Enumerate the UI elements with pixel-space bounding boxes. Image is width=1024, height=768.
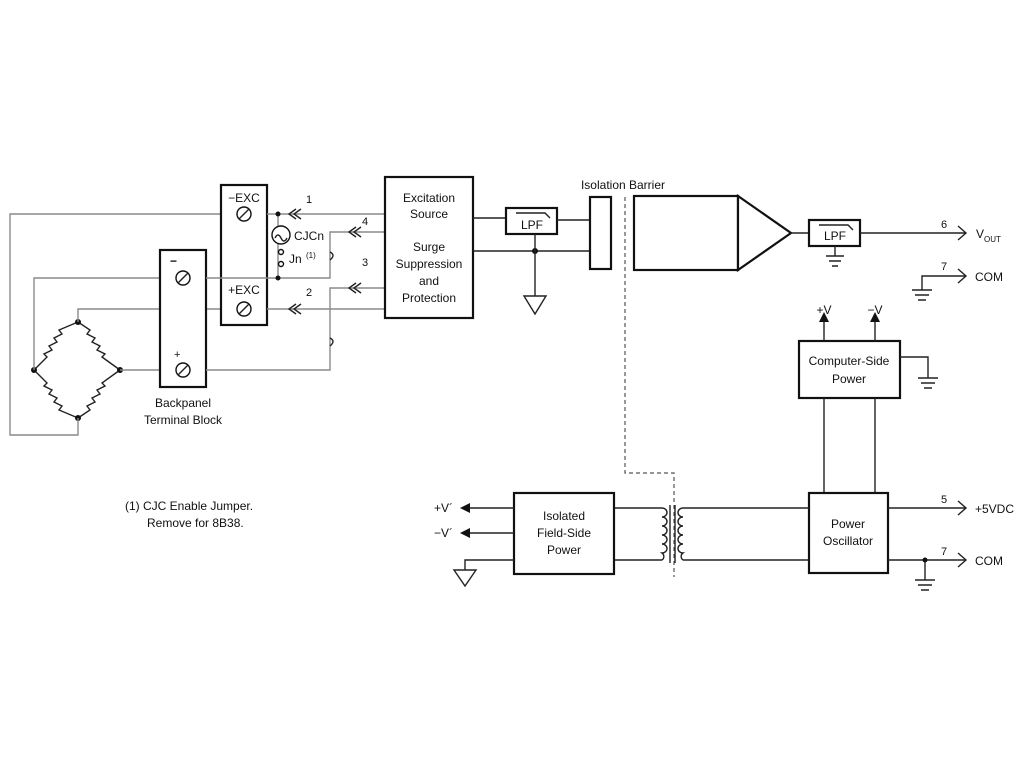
pin-6: 6 bbox=[941, 219, 947, 231]
input-filter-path: LPF bbox=[473, 206, 590, 316]
vout-arrow-icon bbox=[957, 225, 968, 241]
tb-plus-label: + bbox=[174, 349, 180, 361]
pin-7b: 7 bbox=[941, 546, 947, 558]
ground-triangle-icon bbox=[522, 295, 548, 316]
arrow-left-icon bbox=[460, 528, 470, 538]
connector-chevron-2 bbox=[287, 303, 302, 315]
tb-minus-label: − bbox=[170, 254, 177, 268]
com-arrow-icon bbox=[957, 552, 968, 568]
com-lower-label: COM bbox=[975, 554, 1003, 568]
input-lpf-label: LPF bbox=[521, 218, 543, 232]
vout-label: V bbox=[976, 227, 984, 241]
arrow-up-icon bbox=[870, 312, 880, 322]
power-oscillator: Power Oscillator 5 +5VDC 7 COM bbox=[807, 491, 1014, 591]
pin-5: 5 bbox=[941, 494, 947, 506]
module-input-wiring bbox=[206, 208, 385, 371]
isolation-amplifier-block bbox=[632, 194, 740, 272]
output-stage: LPF 6 V OUT bbox=[632, 193, 1001, 273]
plus-5vdc-label: +5VDC bbox=[975, 502, 1014, 516]
connector-chevron-1 bbox=[287, 208, 302, 220]
cjc-sensor: CJCn Jn (1) bbox=[271, 225, 324, 268]
ground-symbol-icon bbox=[826, 255, 844, 267]
excitation-surge-block: Excitation Source Surge Suppression and … bbox=[383, 175, 475, 320]
ground-symbol-icon bbox=[918, 377, 938, 389]
pin-1: 1 bbox=[306, 194, 312, 206]
excitation-label-2: Source bbox=[410, 207, 448, 221]
computer-side-power: Computer-Side Power +V −V bbox=[797, 303, 938, 493]
isolation-barrier-label: Isolation Barrier bbox=[581, 178, 665, 192]
jn-label: Jn bbox=[289, 252, 302, 266]
v-prime-neg-label: −V´ bbox=[434, 526, 453, 540]
footnote-line-1: (1) CJC Enable Jumper. bbox=[125, 499, 253, 513]
thermistor-icon bbox=[271, 225, 291, 245]
backpanel-label-2: Terminal Block bbox=[144, 413, 223, 427]
backpanel-label-1: Backpanel bbox=[155, 396, 211, 410]
v-prime-pos-label: +V´ bbox=[434, 501, 453, 515]
strain-gauge-bridge bbox=[31, 319, 123, 421]
computer-side-label-1: Computer-Side bbox=[809, 354, 890, 368]
plus-v-label: +V bbox=[816, 303, 831, 317]
ground-triangle-icon bbox=[452, 569, 478, 588]
ground-symbol-icon bbox=[912, 289, 932, 301]
field-side-label-1: Isolated bbox=[543, 509, 585, 523]
surge-label-3: and bbox=[419, 274, 439, 288]
pin-4: 4 bbox=[362, 216, 368, 228]
pin-2: 2 bbox=[306, 287, 312, 299]
arrow-up-icon bbox=[819, 312, 829, 322]
footnote: (1) CJC Enable Jumper. Remove for 8B38. bbox=[125, 499, 253, 530]
output-lpf-label: LPF bbox=[824, 229, 846, 243]
computer-side-label-2: Power bbox=[832, 372, 866, 386]
power-osc-label-1: Power bbox=[831, 517, 865, 531]
excitation-label-1: Excitation bbox=[403, 191, 455, 205]
com-arrow-icon bbox=[957, 268, 968, 284]
isolated-field-side-power: Isolated Field-Side Power +V´ −V´ bbox=[434, 491, 616, 588]
surge-label-1: Surge bbox=[413, 240, 445, 254]
vout-subscript: OUT bbox=[984, 235, 1001, 244]
pin-7a: 7 bbox=[941, 261, 947, 273]
com-upper-label: COM bbox=[975, 270, 1003, 284]
field-side-label-2: Field-Side bbox=[537, 526, 591, 540]
exc-pos-label: +EXC bbox=[228, 283, 260, 297]
amplifier-triangle-icon bbox=[736, 193, 793, 273]
ground-symbol-icon bbox=[915, 579, 935, 591]
surge-label-2: Suppression bbox=[396, 257, 463, 271]
connector-chevron-4 bbox=[347, 226, 362, 238]
exc-neg-label: −EXC bbox=[228, 191, 260, 205]
jn-note: (1) bbox=[306, 251, 316, 260]
field-side-label-3: Power bbox=[547, 543, 581, 557]
excitation-terminal-block: −EXC +EXC bbox=[219, 183, 269, 327]
isolation-barrier: Isolation Barrier bbox=[581, 178, 675, 577]
footnote-line-2: Remove for 8B38. bbox=[147, 516, 244, 530]
isolation-transformer bbox=[614, 505, 809, 563]
com-upper: 7 COM bbox=[912, 261, 1003, 301]
cjc-label: CJCn bbox=[294, 229, 324, 243]
backpanel-terminal-block: − + Backpanel Terminal Block bbox=[144, 248, 223, 427]
pin-3: 3 bbox=[362, 257, 368, 269]
arrow-left-icon bbox=[460, 503, 470, 513]
minus-v-label: −V bbox=[867, 303, 882, 317]
plus-5vdc-arrow-icon bbox=[957, 500, 968, 516]
surge-label-4: Protection bbox=[402, 291, 456, 305]
power-osc-label-2: Oscillator bbox=[823, 534, 873, 548]
barrier-block bbox=[588, 195, 613, 271]
connector-chevron-3 bbox=[347, 282, 362, 294]
